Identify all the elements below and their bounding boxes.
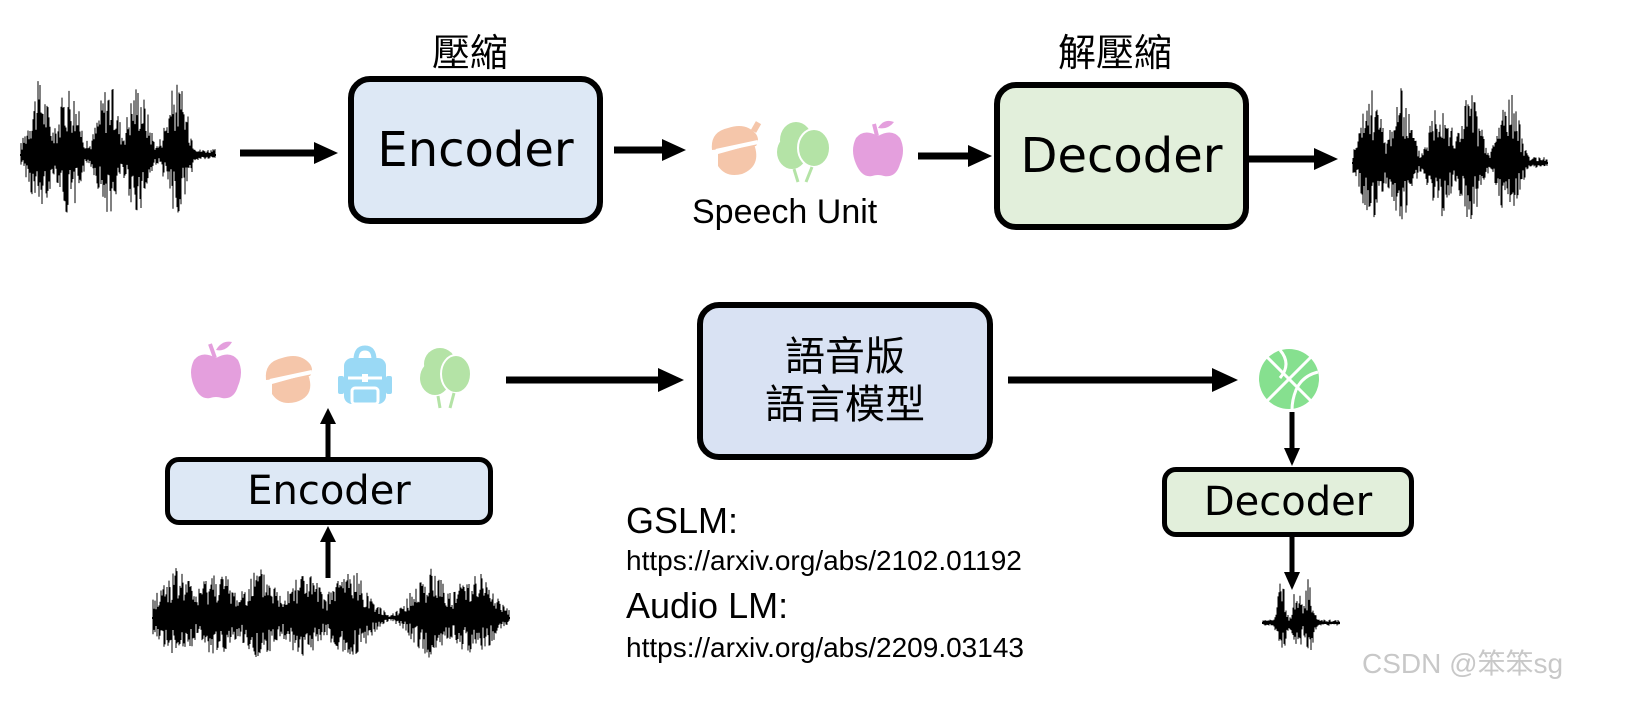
lm-label-line2: 語言模型 xyxy=(765,382,925,428)
arrow-to-decoder xyxy=(918,145,992,167)
encoder-box-bottom: Encoder xyxy=(165,457,493,525)
decoder-box-top: Decoder xyxy=(994,82,1249,230)
arrow-to-output-wave xyxy=(1244,148,1338,170)
lm-label-line1: 語音版 xyxy=(785,334,905,380)
decoder-label-bottom: Decoder xyxy=(1203,479,1373,525)
backpack-icon xyxy=(338,345,392,406)
gslm-url[interactable]: https://arxiv.org/abs/2102.01192 xyxy=(626,545,1022,576)
arrow-decoder-to-wave xyxy=(1284,536,1300,590)
encoder-label-bottom: Encoder xyxy=(247,468,411,514)
basketball-icon xyxy=(1259,349,1319,411)
output-waveform-bottom xyxy=(1262,579,1340,650)
speech-lm-box: 語音版 語言模型 xyxy=(697,302,993,460)
compress-label: 壓縮 xyxy=(432,31,509,75)
output-waveform-top xyxy=(1352,88,1548,220)
acorn-icon xyxy=(711,121,762,175)
apple-icon xyxy=(853,120,903,177)
encoder-box-top: Encoder xyxy=(348,76,603,224)
audiolm-url[interactable]: https://arxiv.org/abs/2209.03143 xyxy=(626,632,1024,663)
audiolm-title: Audio LM: xyxy=(626,585,789,626)
speech-unit-label: Speech Unit xyxy=(692,193,878,231)
acorn-icon xyxy=(265,356,313,403)
arrow-units-to-lm xyxy=(506,368,684,392)
arrow-lm-to-output-unit xyxy=(1008,368,1238,392)
arrow-wave-to-encoder xyxy=(320,526,336,578)
arrow-unit-to-decoder xyxy=(1284,412,1300,466)
watermark: CSDN @笨笨sg xyxy=(1362,648,1564,679)
arrow-to-units xyxy=(614,139,686,161)
balloons-icon xyxy=(420,348,472,409)
decompress-label: 解壓縮 xyxy=(1058,31,1173,75)
arrow-encoder-to-units xyxy=(320,408,336,458)
balloons-icon xyxy=(777,122,831,183)
encoder-label-top: Encoder xyxy=(377,122,574,178)
decoder-box-bottom: Decoder xyxy=(1162,467,1414,537)
apple-icon xyxy=(191,341,241,399)
input-waveform-bottom xyxy=(152,568,510,658)
input-waveform-top xyxy=(20,81,216,213)
gslm-title: GSLM: xyxy=(626,500,739,541)
arrow-to-encoder xyxy=(240,142,338,164)
decoder-label-top: Decoder xyxy=(1020,128,1223,184)
